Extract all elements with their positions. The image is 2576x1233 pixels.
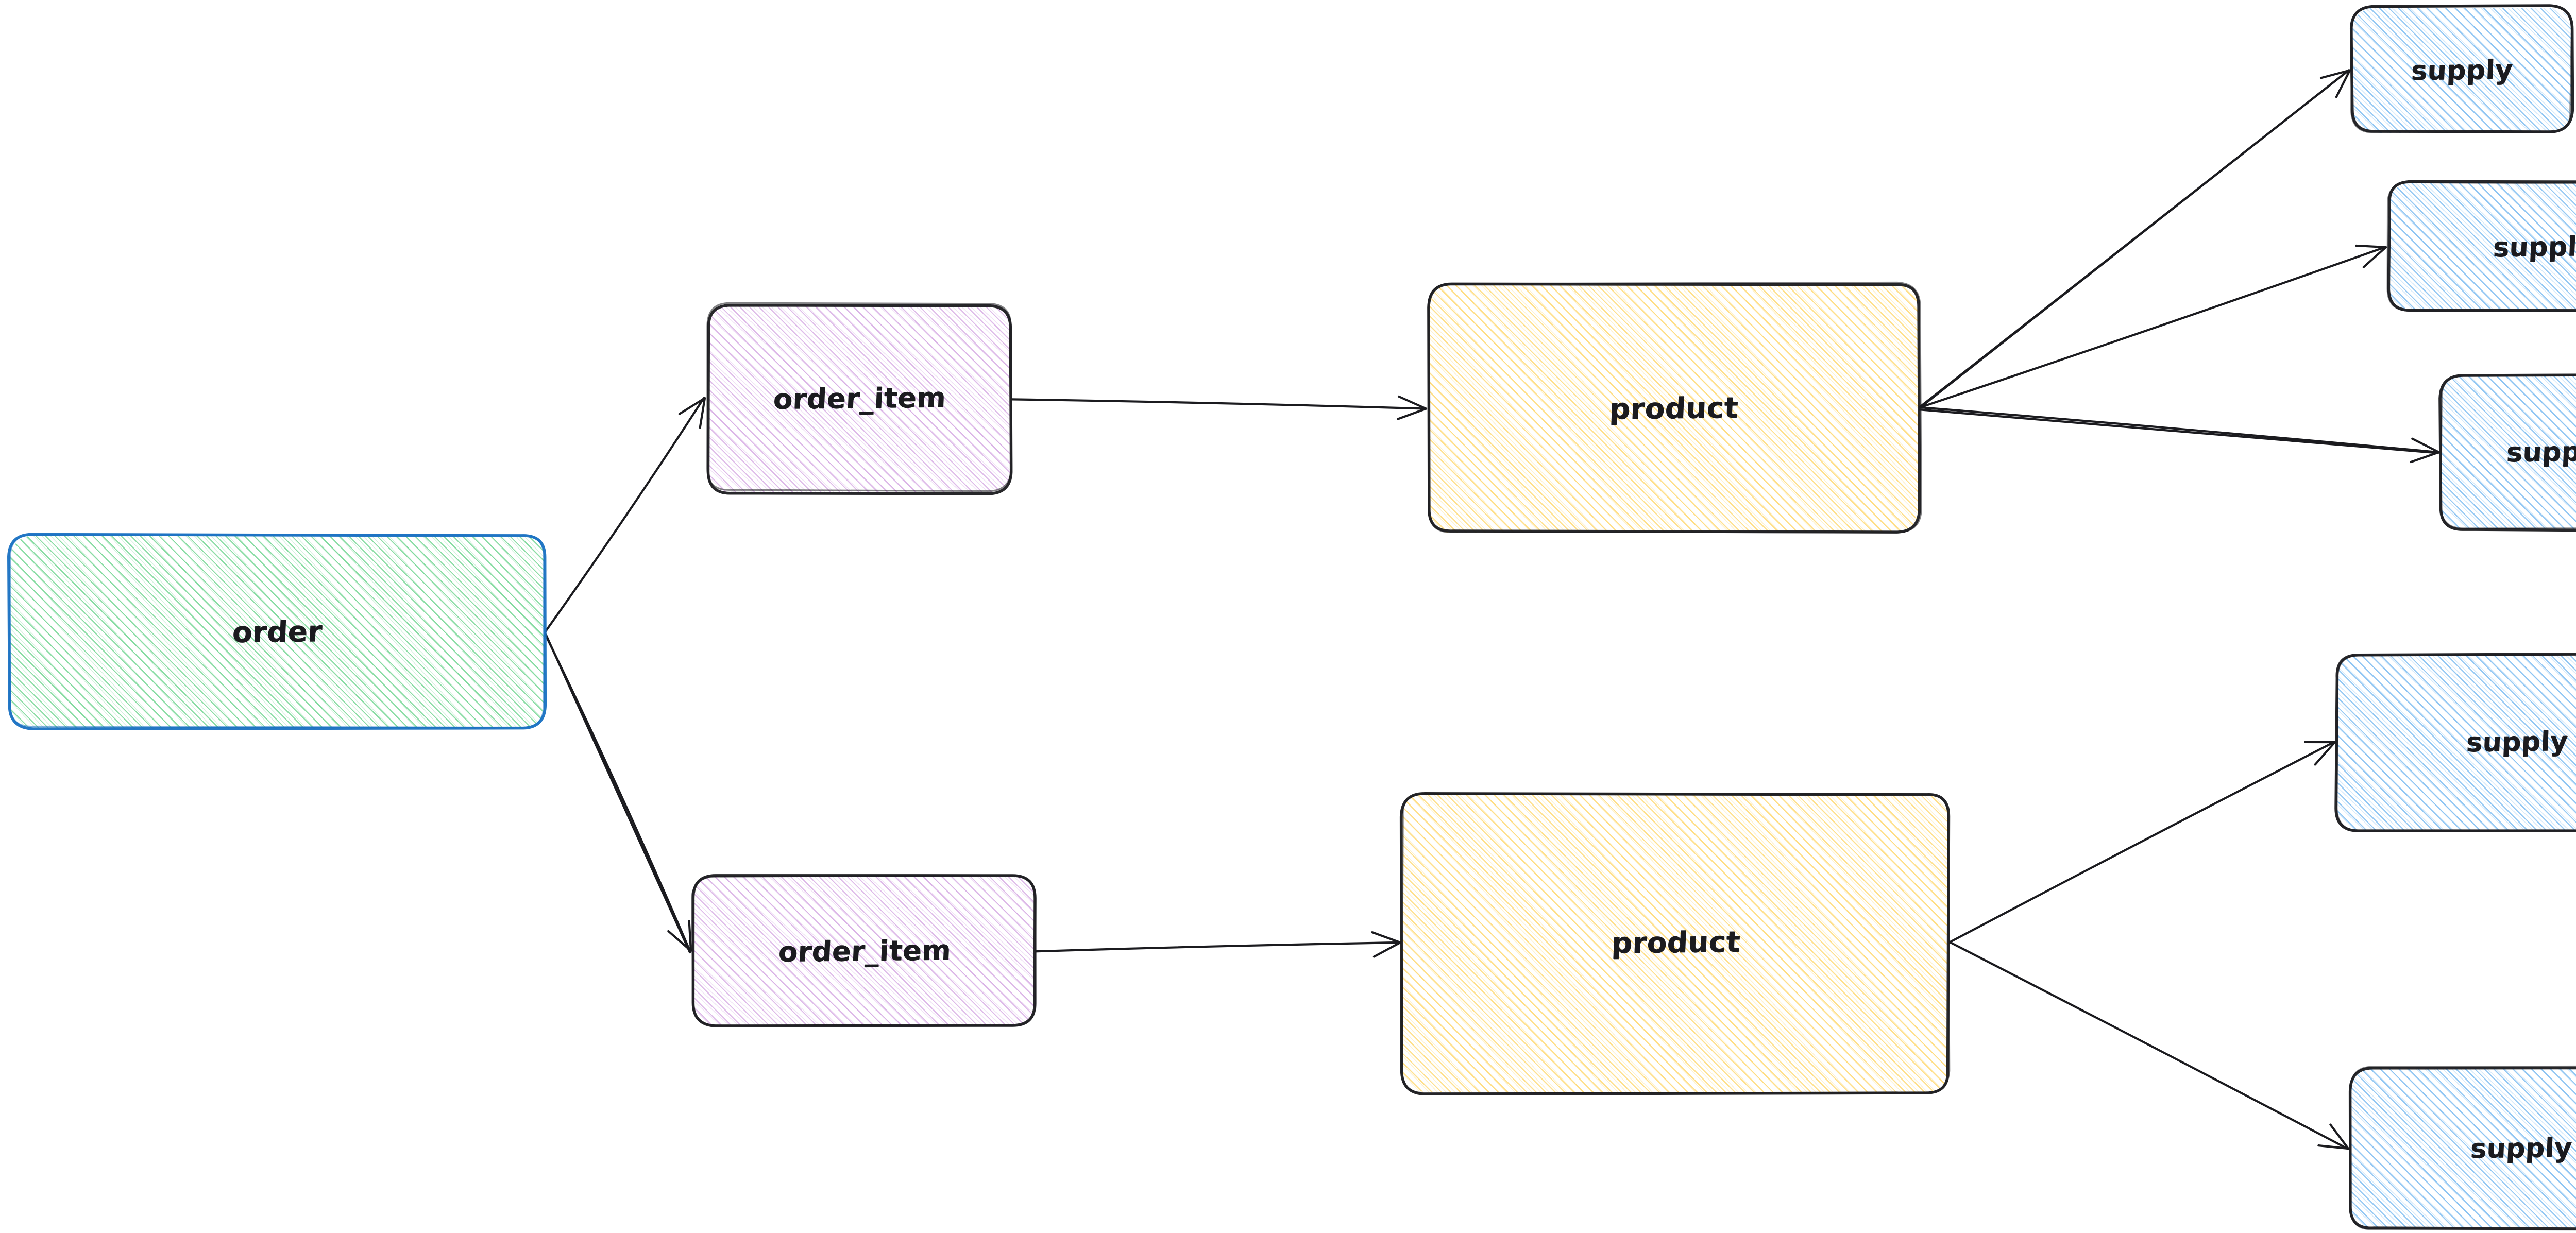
entity-node-product[interactable]: product (1399, 792, 1951, 1096)
entity-node-order_item[interactable]: order_item (706, 302, 1013, 495)
node-label: order_item (777, 933, 952, 968)
edge-product_top-to-supply_2 (1919, 244, 2387, 408)
node-label: supply (2492, 231, 2576, 264)
edge-product_bottom-to-supply_5 (1946, 939, 2350, 1150)
entity-node-order_item[interactable]: order_item (691, 874, 1037, 1028)
node-label: supply (2410, 54, 2514, 87)
entity-node-supply[interactable]: supply (2348, 1065, 2576, 1231)
node-label: product (1611, 925, 1741, 960)
node-label: supply (2506, 436, 2576, 469)
edge-order_item_bottom-to-product_bottom (1034, 931, 1402, 958)
node-label: product (1608, 391, 1739, 426)
entity-node-product[interactable]: product (1427, 281, 1922, 534)
node-label: supply (2469, 1132, 2573, 1165)
node-label: order_item (772, 381, 946, 416)
edge-order_item_top-to-product_top (1011, 395, 1428, 420)
edge-product_bottom-to-supply_4 (1946, 741, 2336, 945)
edge-product_top-to-supply_3 (1918, 406, 2441, 464)
edge-order-to-order_item_bottom (544, 632, 692, 954)
node-label: supply (2466, 726, 2569, 759)
entity-node-supply[interactable]: supply (2386, 180, 2576, 312)
edge-order-to-order_item_top (544, 397, 706, 633)
node-label: order (231, 615, 324, 649)
entity-node-supply[interactable]: supply (2349, 4, 2574, 133)
entity-node-supply[interactable]: supply (2438, 373, 2576, 532)
entity-node-supply[interactable]: supply (2334, 653, 2576, 832)
entity-node-order[interactable]: order (7, 533, 547, 730)
edge-product_top-to-supply_1 (1918, 69, 2351, 409)
